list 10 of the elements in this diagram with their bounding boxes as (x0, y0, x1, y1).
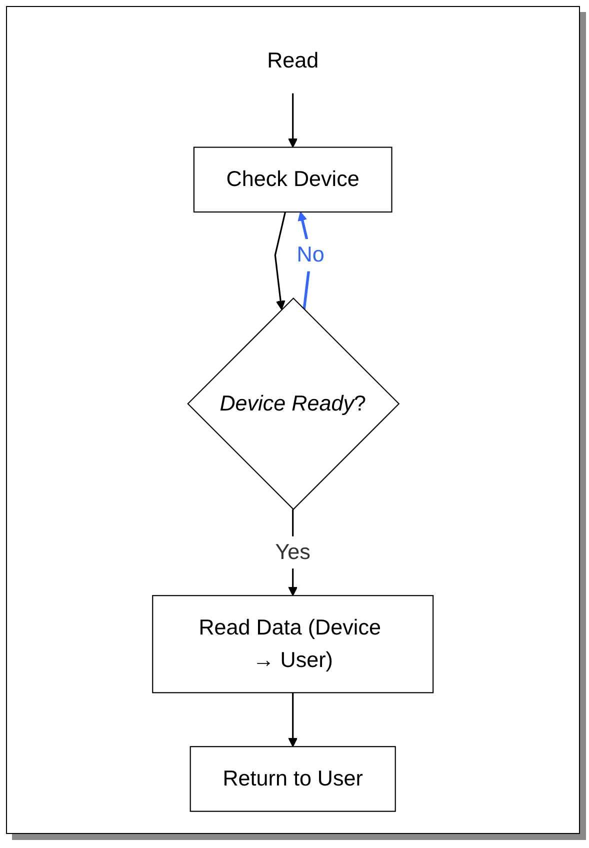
node-box: Return to User (190, 746, 396, 812)
node-text: Read (267, 49, 319, 73)
edge-label: Yes (275, 540, 311, 564)
node-diamond: Device Ready? (187, 298, 400, 510)
arrow (274, 212, 286, 310)
arrow (288, 93, 298, 148)
edge-label: No (296, 243, 324, 268)
node-box: Check Device (194, 146, 392, 213)
arrow (288, 692, 298, 748)
node-box: Read Data (Device → User) (152, 595, 434, 694)
